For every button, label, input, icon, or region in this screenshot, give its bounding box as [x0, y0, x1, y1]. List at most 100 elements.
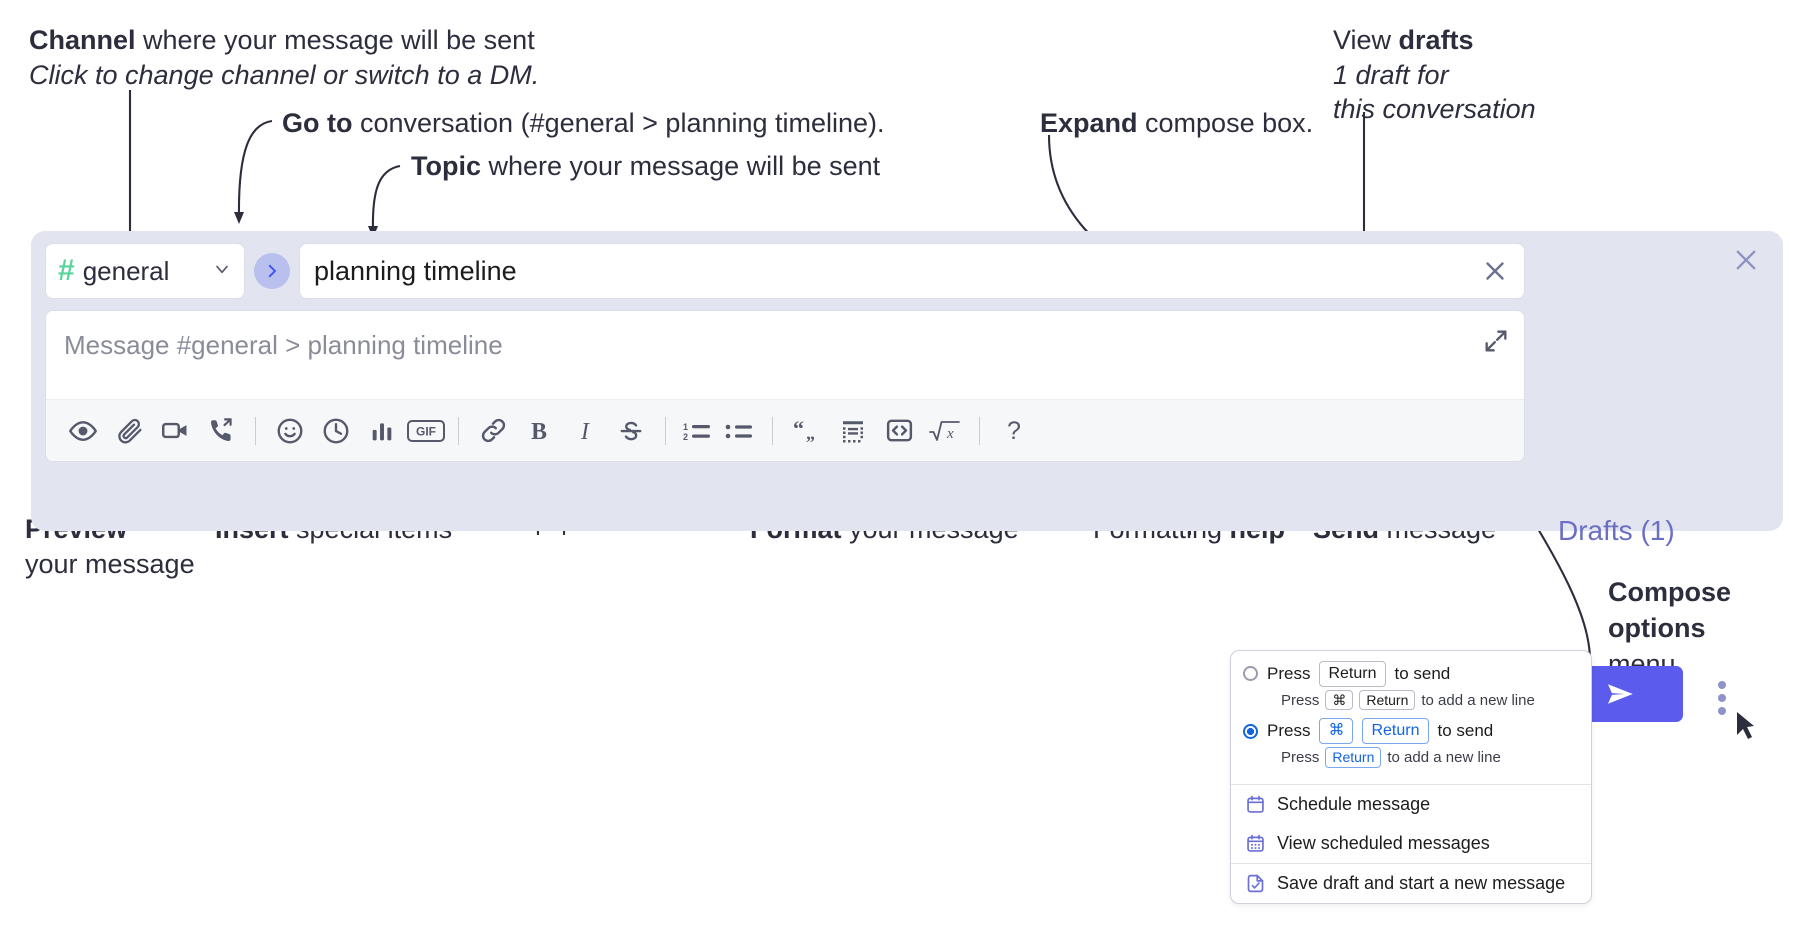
formatting-toolbar: GIF B I — [46, 399, 1524, 461]
message-input[interactable]: Message #general > planning timeline — [46, 311, 1524, 399]
strikethrough-icon[interactable] — [608, 408, 654, 454]
cursor-icon — [1737, 712, 1754, 739]
channel-name: general — [82, 255, 170, 286]
annotation-topic-bold: Topic — [411, 151, 481, 181]
svg-text:2: 2 — [683, 432, 688, 442]
send-paper-plane-icon — [1607, 684, 1633, 704]
annotation-expand-bold: Expand — [1040, 108, 1138, 138]
expand-icon — [1485, 330, 1507, 352]
radio-icon-selected[interactable] — [1243, 723, 1258, 739]
radio-option-return[interactable]: Press Return to send — [1243, 661, 1579, 687]
compose-header-row: # general planning timeline — [45, 243, 1525, 299]
sub-pre: Press — [1281, 749, 1320, 767]
radio-label-pre: Press — [1267, 721, 1311, 741]
chevron-down-icon — [212, 259, 232, 284]
annotation-channel-sub: Click to change channel or switch to a D… — [29, 59, 540, 90]
radio-icon[interactable] — [1243, 666, 1258, 682]
sub-post: to add a new line — [1421, 691, 1535, 709]
key-return: Return — [1319, 661, 1386, 687]
annotation-preview-sub: your message — [25, 548, 195, 579]
goto-conversation-button[interactable] — [254, 253, 290, 289]
compose-panel: # general planning timeline Message #gen… — [31, 231, 1783, 722]
toolbar-separator — [979, 416, 980, 445]
italic-icon[interactable]: I — [562, 408, 608, 454]
annotation-compose-bold2: options — [1608, 612, 1706, 643]
menu-item-label: View scheduled messages — [1277, 832, 1490, 853]
topic-input[interactable]: planning timeline — [299, 243, 1525, 299]
annotation-drafts-bold: drafts — [1398, 25, 1474, 55]
annotation-drafts: View drafts 1 draft for this conversatio… — [1333, 23, 1536, 127]
svg-text:1: 1 — [683, 422, 688, 432]
radio-option-cmd-return[interactable]: Press ⌘ Return to send — [1243, 718, 1579, 745]
channel-picker[interactable]: # general — [45, 243, 245, 299]
hash-icon: # — [58, 254, 75, 287]
calendar-icon — [1245, 794, 1266, 815]
attachment-icon[interactable] — [106, 408, 152, 454]
close-icon — [1486, 262, 1504, 280]
gif-icon[interactable]: GIF — [405, 408, 447, 454]
annotation-compose-bold1: Compose — [1608, 577, 1732, 607]
preview-icon[interactable] — [60, 408, 106, 454]
menu-divider — [1231, 862, 1591, 864]
annotation-expand-rest: compose box. — [1137, 108, 1314, 138]
video-camera-icon[interactable] — [152, 408, 198, 454]
save-draft-icon — [1245, 873, 1266, 894]
svg-text:„: „ — [806, 423, 815, 443]
menu-item-save-draft[interactable]: Save draft and start a new message — [1231, 864, 1591, 903]
annotation-topic-rest: where your message will be sent — [481, 151, 881, 181]
kebab-dot — [1718, 681, 1726, 689]
calendar-grid-icon — [1245, 833, 1266, 854]
message-placeholder: Message #general > planning timeline — [64, 330, 503, 360]
link-icon[interactable] — [470, 408, 516, 454]
svg-text:“: “ — [793, 416, 804, 441]
kebab-dot — [1718, 694, 1726, 702]
key-return: Return — [1359, 689, 1416, 711]
annotation-channel: Channel where your message will be sent … — [29, 23, 539, 92]
math-icon[interactable]: x — [922, 408, 968, 454]
annotation-channel-rest: where your message will be sent — [135, 25, 535, 55]
annotation-channel-bold: Channel — [29, 25, 136, 55]
annotation-goto: Go to conversation (#general > planning … — [282, 106, 885, 141]
annotation-goto-bold: Go to — [282, 108, 353, 138]
bulleted-list-icon[interactable] — [719, 408, 761, 454]
blockquote-icon[interactable]: “„ — [784, 408, 830, 454]
toolbar-separator — [458, 416, 459, 445]
radio-label-post: to send — [1394, 663, 1451, 683]
drafts-link[interactable]: Drafts (1) — [1558, 515, 1675, 546]
menu-item-view-scheduled[interactable]: View scheduled messages — [1231, 824, 1591, 863]
topic-value: planning timeline — [314, 255, 517, 286]
help-icon[interactable]: ? — [991, 408, 1037, 454]
sub-pre: Press — [1281, 691, 1320, 709]
emoji-icon[interactable] — [267, 408, 313, 454]
toolbar-separator — [255, 416, 256, 445]
bold-icon[interactable]: B — [516, 408, 562, 454]
svg-text:?: ? — [1007, 417, 1021, 445]
key-command: ⌘ — [1325, 689, 1354, 711]
sub-post: to add a new line — [1387, 749, 1501, 767]
annotation-goto-rest: conversation (#general > planning timeli… — [352, 108, 885, 138]
phone-forward-icon[interactable] — [198, 408, 244, 454]
annotation-drafts-prefix: View — [1333, 25, 1399, 55]
menu-item-schedule-message[interactable]: Schedule message — [1231, 785, 1591, 824]
code-block-icon[interactable] — [830, 408, 876, 454]
annotation-drafts-sub1: 1 draft for — [1333, 59, 1449, 90]
compose-options-button[interactable] — [1709, 681, 1735, 715]
clock-icon[interactable] — [313, 408, 359, 454]
bar-chart-icon[interactable] — [359, 408, 405, 454]
annotation-drafts-sub2: this conversation — [1333, 94, 1536, 125]
chevron-right-icon — [268, 264, 276, 278]
expand-compose-button[interactable] — [1482, 327, 1510, 360]
compose-close-button[interactable] — [1729, 243, 1763, 277]
menu-divider — [1231, 783, 1591, 785]
svg-text:x: x — [946, 426, 954, 442]
radio-subtext-cmd-return: Press Return to add a new line — [1281, 747, 1579, 768]
topic-clear-button[interactable] — [1480, 256, 1510, 286]
toolbar-separator — [665, 416, 666, 445]
radio-label-pre: Press — [1267, 663, 1311, 683]
annotation-expand: Expand compose box. — [1040, 106, 1313, 141]
code-icon[interactable] — [876, 408, 922, 454]
key-command: ⌘ — [1319, 718, 1354, 745]
key-return: Return — [1362, 718, 1429, 745]
annotation-topic: Topic where your message will be sent — [411, 149, 880, 184]
